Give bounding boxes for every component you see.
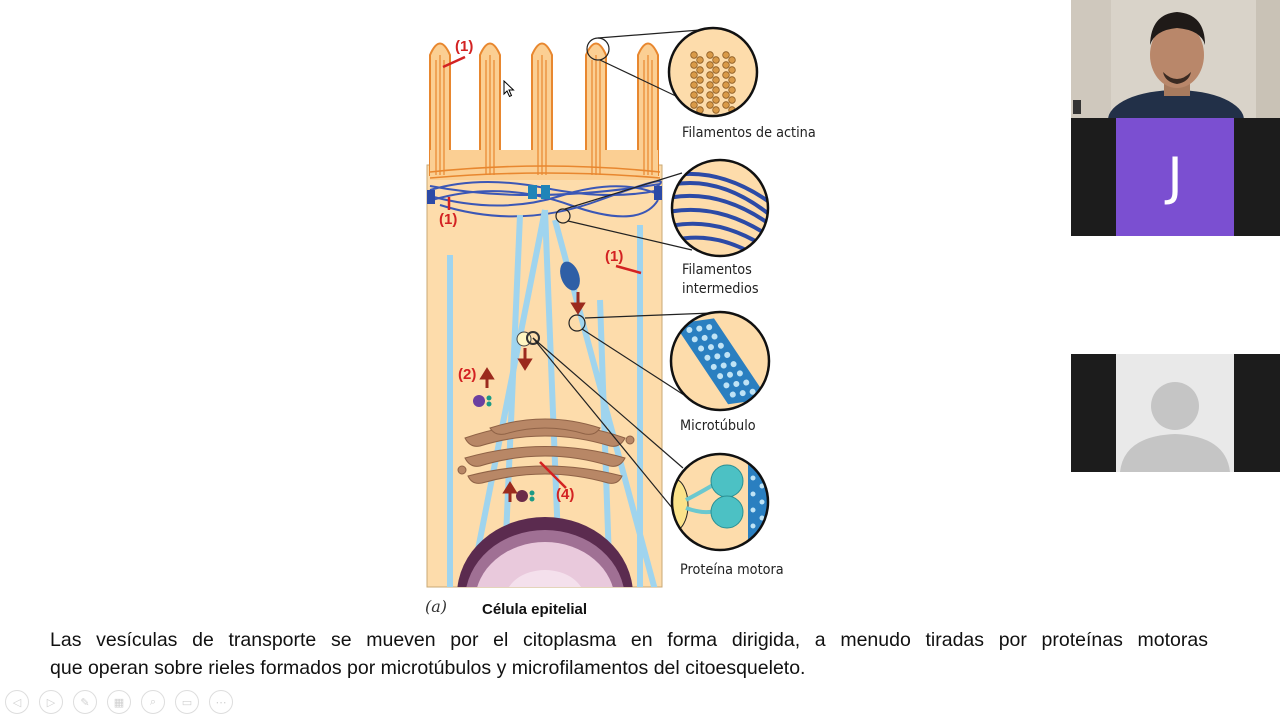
next-icon[interactable]: ▷ bbox=[39, 690, 63, 714]
annotation-2: (2) bbox=[458, 366, 477, 383]
subtitles-icon[interactable]: ▭ bbox=[175, 690, 199, 714]
annotation-4: (4) bbox=[556, 486, 575, 503]
actin-magnifier bbox=[667, 26, 759, 118]
microvilli bbox=[429, 42, 659, 180]
nucleus bbox=[457, 517, 633, 587]
figure-letter: (a) bbox=[425, 597, 448, 616]
pen-icon[interactable]: ✎ bbox=[73, 690, 97, 714]
label-actin: Filamentos de actina bbox=[682, 125, 816, 141]
golgi bbox=[457, 418, 635, 484]
actin-bundles bbox=[429, 55, 661, 179]
microtubule-magnifier bbox=[669, 310, 771, 412]
mouse-cursor-icon bbox=[503, 80, 515, 98]
vesicles bbox=[473, 261, 580, 502]
annotation-marks bbox=[442, 55, 642, 489]
annotation-1-top: (1) bbox=[455, 38, 474, 55]
more-icon[interactable]: ⋯ bbox=[209, 690, 233, 714]
participant-video-camera[interactable] bbox=[1071, 0, 1280, 118]
zoom-connectors bbox=[532, 29, 713, 549]
slide-description: Las vesículas de transporte se mueven po… bbox=[50, 626, 1220, 682]
movement-arrows bbox=[479, 292, 586, 502]
cell-body bbox=[426, 42, 663, 588]
presenter-video-feed bbox=[1071, 0, 1280, 118]
description-line-2: que operan sobre rieles formados por mic… bbox=[50, 657, 806, 679]
intermediate-filament-magnifier bbox=[670, 158, 770, 258]
annotation-1-right: (1) bbox=[605, 248, 624, 265]
previous-icon[interactable]: ◁ bbox=[5, 690, 29, 714]
participant-avatar-j: J bbox=[1116, 118, 1234, 236]
participant-initial: J bbox=[1167, 147, 1183, 207]
label-microtubule: Microtúbulo bbox=[680, 418, 756, 434]
presentation-toolbar: ◁ ▷ ✎ ▦ ⌕ ▭ ⋯ bbox=[5, 690, 233, 714]
figure-caption: Célula epitelial bbox=[482, 601, 588, 618]
description-line-1: Las vesículas de transporte se mueven po… bbox=[50, 629, 1208, 651]
label-motor-protein: Proteína motora bbox=[680, 562, 784, 578]
default-avatar-icon bbox=[1116, 354, 1234, 472]
motor-protein-magnifier bbox=[670, 452, 770, 552]
participant-tile-anonymous[interactable] bbox=[1071, 354, 1280, 472]
annotation-1-band: (1) bbox=[439, 211, 458, 228]
label-intermediate-2: intermedios bbox=[682, 281, 759, 297]
label-intermediate-1: Filamentos bbox=[682, 262, 752, 278]
slides-grid-icon[interactable]: ▦ bbox=[107, 690, 131, 714]
zoom-icon[interactable]: ⌕ bbox=[141, 690, 165, 714]
participant-tile-j[interactable]: J bbox=[1071, 118, 1280, 236]
